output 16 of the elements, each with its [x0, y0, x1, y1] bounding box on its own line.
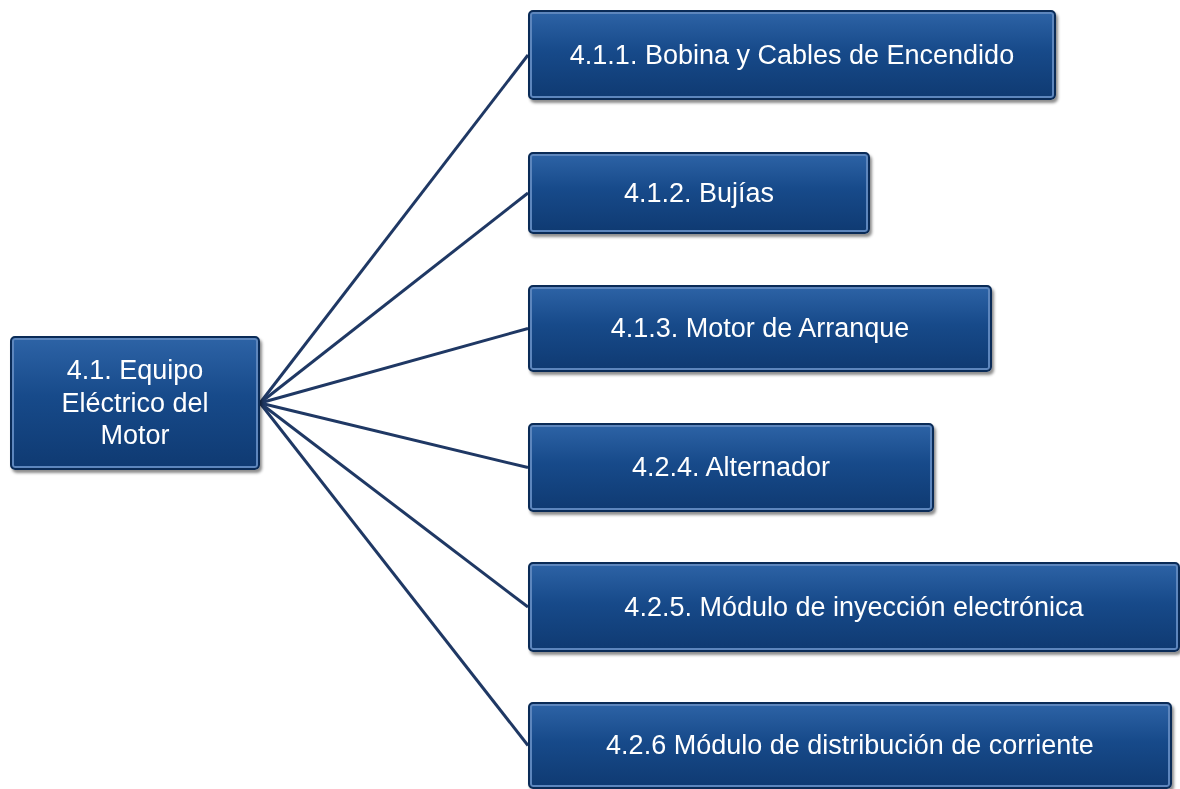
topic-box — [528, 10, 1056, 100]
topic-box — [528, 423, 934, 512]
topic-label: 4.1. Equipo Eléctrico del Motor — [60, 354, 210, 452]
connector-line — [258, 54, 530, 404]
topic-label: 4.1.1. Bobina y Cables de Encendido — [569, 38, 1015, 72]
connector-line — [258, 402, 530, 747]
topic-box — [528, 562, 1180, 652]
topic-label: 4.2.4. Alternador — [631, 451, 831, 484]
topic-label: 4.2.6 Módulo de distribución de corriente — [606, 729, 1094, 762]
topic-label: 4.2.5. Módulo de inyección electrónica — [624, 590, 1084, 624]
topic-label: 4.1.3. Motor de Arranque — [610, 312, 910, 345]
topic-box — [528, 152, 870, 234]
topic-box — [528, 702, 1172, 789]
topic-box — [528, 285, 992, 372]
topic-label: 4.1.2. Bujías — [623, 176, 775, 210]
topic-box — [10, 336, 260, 470]
